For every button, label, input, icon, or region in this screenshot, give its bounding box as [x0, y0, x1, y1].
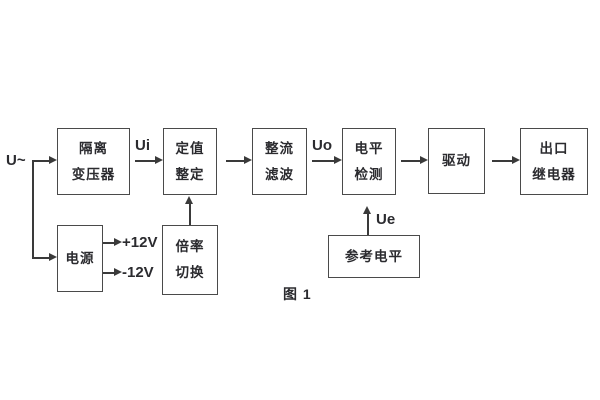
block-label: 整流 — [265, 140, 294, 156]
connector-uo — [312, 160, 334, 162]
block-label: 电平 — [354, 140, 384, 156]
supply-negative-label: -12V — [122, 264, 154, 281]
ui-signal-label: Ui — [135, 137, 150, 154]
arrowhead-drive-to-relay — [512, 156, 520, 164]
block-label: 电源 — [65, 250, 95, 266]
connector-drive-to-relay — [492, 160, 512, 162]
block-rectifier-filter: 整流 滤波 — [252, 128, 307, 195]
connector-detect-to-drive — [401, 160, 420, 162]
connector-input-to-transformer — [32, 160, 49, 162]
arrowhead-supply-positive — [114, 238, 122, 246]
arrowhead-uo — [334, 156, 342, 164]
connector-ratio-to-setpoint — [189, 204, 191, 225]
input-signal-label: U~ — [6, 152, 26, 169]
block-label: 变压器 — [71, 166, 116, 182]
block-label: 滤波 — [265, 166, 294, 182]
block-isolation-transformer: 隔离 变压器 — [57, 128, 130, 195]
arrowhead-ue — [363, 206, 371, 214]
block-label: 出口 — [539, 140, 569, 156]
connector-input-branch-down — [32, 160, 34, 258]
block-reference-level: 参考电平 — [328, 235, 420, 278]
block-label: 倍率 — [175, 239, 205, 254]
block-label: 定值 — [175, 140, 205, 156]
connector-supply-positive — [103, 242, 114, 244]
arrowhead-setpoint-to-rectifier — [244, 156, 252, 164]
connector-ui — [135, 160, 155, 162]
arrowhead-detect-to-drive — [420, 156, 428, 164]
block-label: 参考电平 — [345, 248, 403, 264]
figure-caption: 图 1 — [283, 286, 312, 302]
connector-setpoint-to-rectifier — [226, 160, 244, 162]
block-label: 检测 — [354, 166, 384, 182]
arrowhead-input-to-transformer — [49, 156, 57, 164]
connector-input-to-power — [32, 257, 49, 259]
arrowhead-ui — [155, 156, 163, 164]
block-power-supply: 电源 — [57, 225, 103, 292]
block-label: 驱动 — [442, 153, 471, 168]
arrowhead-ratio-to-setpoint — [185, 196, 193, 204]
block-label: 继电器 — [532, 166, 576, 182]
block-level-detection: 电平 检测 — [342, 128, 396, 195]
connector-ue — [367, 214, 369, 235]
block-label: 整定 — [175, 166, 205, 182]
block-output-relay: 出口 继电器 — [520, 128, 588, 195]
block-label: 切换 — [175, 265, 205, 280]
arrowhead-input-to-power — [49, 253, 57, 261]
supply-positive-label: +12V — [122, 234, 158, 251]
uo-signal-label: Uo — [312, 137, 332, 154]
connector-supply-negative — [103, 272, 114, 274]
block-label: 隔离 — [79, 140, 108, 156]
ue-signal-label: Ue — [376, 211, 396, 228]
arrowhead-supply-negative — [114, 268, 122, 276]
block-drive: 驱动 — [428, 128, 485, 194]
block-ratio-switching: 倍率 切换 — [162, 225, 218, 295]
block-setpoint-setting: 定值 整定 — [163, 128, 217, 195]
